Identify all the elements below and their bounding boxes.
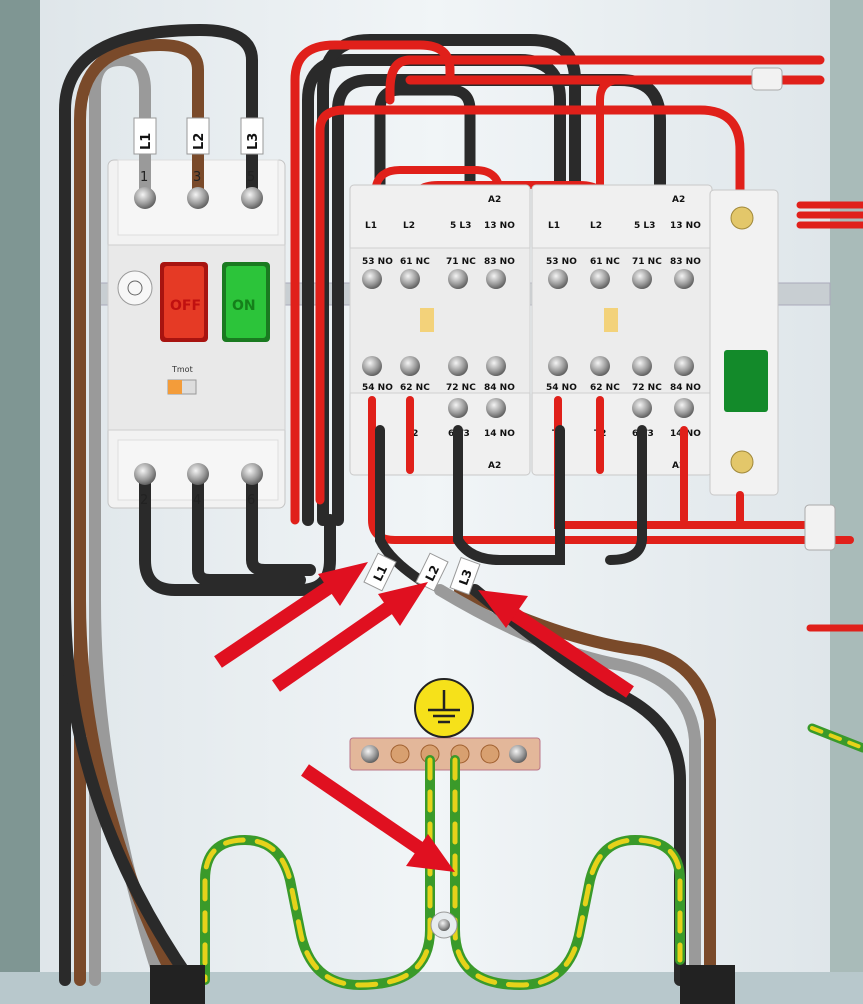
c1-top1-d: 13 NO: [484, 221, 515, 231]
terminal-1: 1: [140, 170, 148, 185]
cable-clip-right: [804, 504, 836, 551]
arrow-icon: [478, 590, 634, 698]
tag-l2: L2: [192, 133, 207, 150]
tmot-label: Tmot: [171, 365, 193, 374]
c1-bot1-a: 54 NO: [362, 383, 393, 393]
contactor-lower-wires: [368, 396, 834, 585]
cable-clip-top: [751, 67, 783, 91]
c1-bot2-d: 14 NO: [484, 429, 515, 439]
arrow-icon: [214, 562, 368, 668]
c2-top1-c: 5 L3: [634, 221, 655, 231]
c1-top2-d: 83 NO: [484, 257, 515, 267]
c1-bot1-d: 84 NO: [484, 383, 515, 393]
earth-stud-screw: [438, 919, 450, 931]
breaker-input-wires: [59, 23, 258, 986]
right-exit-wires: [796, 201, 863, 753]
tag-l3: L3: [246, 133, 261, 150]
c1-bot1-c: 72 NC: [446, 383, 476, 393]
off-label: OFF: [170, 298, 201, 314]
out-tag-l3: L3: [456, 567, 475, 587]
terminal-6: 6: [247, 493, 255, 508]
c2-top2-c: 71 NC: [632, 257, 662, 267]
terminal-5: 5: [247, 170, 255, 185]
c1-top2-a: 53 NO: [362, 257, 393, 267]
c2-top1-d: 13 NO: [670, 221, 701, 231]
c1-top2-c: 71 NC: [446, 257, 476, 267]
on-label: ON: [232, 298, 256, 314]
on-button[interactable]: [226, 266, 266, 338]
c2-top2-a: 53 NO: [546, 257, 577, 267]
breaker-input-tags: L1 L2 L3: [133, 117, 264, 155]
earth-ground-icon: [414, 678, 474, 738]
c2-top2-b: 61 NC: [590, 257, 620, 267]
out-tag-l2: L2: [423, 563, 443, 584]
arrows: [214, 562, 634, 872]
tag-l1: L1: [139, 133, 154, 150]
c1-coil-top: A2: [488, 195, 501, 205]
arrow-icon: [272, 582, 428, 692]
control-breaker-toggle[interactable]: [724, 350, 768, 412]
c1-coil-bottom: A2: [488, 461, 501, 471]
c1-top2-b: 61 NC: [400, 257, 430, 267]
c2-top2-d: 83 NO: [670, 257, 701, 267]
terminal-4: 4: [193, 493, 201, 508]
terminal-2: 2: [140, 493, 148, 508]
c2-bot1-b: 62 NC: [590, 383, 620, 393]
c1-bot1-b: 62 NC: [400, 383, 430, 393]
gland-left: [150, 965, 205, 1004]
c2-bot1-a: 54 NO: [546, 383, 577, 393]
arrow-icon: [301, 764, 455, 872]
control-breaker: [709, 189, 779, 496]
c1-top1-b: L2: [403, 221, 415, 231]
terminal-3: 3: [193, 170, 201, 185]
c2-bot1-d: 84 NO: [670, 383, 701, 393]
gland-right: [680, 965, 735, 1004]
c1-top1-c: 5 L3: [450, 221, 471, 231]
c2-coil-top: A2: [672, 195, 685, 205]
breaker-controls: OFF ON Tmot: [117, 262, 270, 395]
c2-top1-b: L2: [590, 221, 602, 231]
c2-bot1-c: 72 NC: [632, 383, 662, 393]
c1-top1-a: L1: [365, 221, 377, 231]
contactor-1: A2 A2 L1 L2 5 L3 13 NO 53 NO 61 NC 71 NC…: [349, 184, 531, 476]
breaker-terminals: 1 3 5 2 4 6: [134, 170, 263, 508]
out-tag-l1: L1: [371, 563, 391, 584]
earth-wires: [200, 755, 685, 991]
off-button[interactable]: [164, 266, 204, 338]
c2-top1-a: L1: [548, 221, 560, 231]
enclosure-side: [830, 0, 863, 1004]
earth-bar: [349, 737, 541, 771]
output-tags: L1 L2 L3: [363, 552, 481, 596]
c2-coil-bottom: A2: [672, 461, 685, 471]
